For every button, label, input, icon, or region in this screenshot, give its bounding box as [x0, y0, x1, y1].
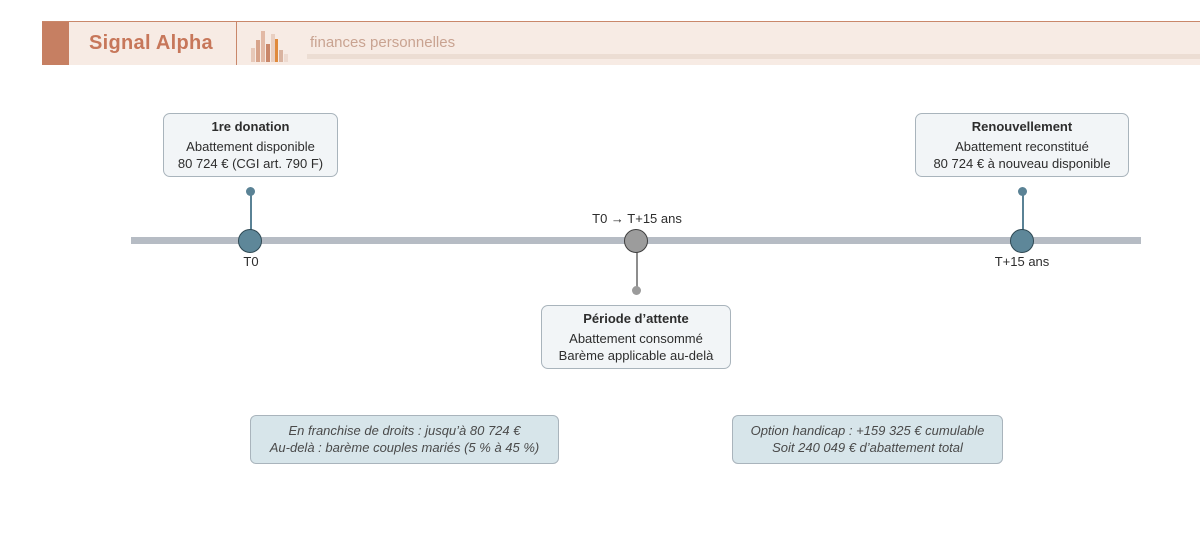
event-line: 80 724 € (CGI art. 790 F): [177, 156, 324, 171]
tick-label-end: T+15 ans: [994, 254, 1050, 269]
connector-stem: [1022, 192, 1024, 230]
tagline: finances personnelles: [310, 34, 456, 51]
bar-chart-logo-icon: [251, 31, 288, 62]
event-line: Abattement reconstitué: [955, 139, 1089, 154]
timeline-node-middle: [624, 229, 648, 253]
connector-dot: [632, 286, 641, 295]
event-line: 80 724 € à nouveau disponible: [933, 156, 1111, 171]
header-banner: Signal Alpha finances personnelles: [42, 21, 1200, 65]
event-title: Renouvellement: [971, 119, 1073, 134]
banner-divider: [236, 22, 237, 65]
event-card-renewal: Renouvellement Abattement reconstitué 80…: [915, 113, 1129, 177]
tick-label-middle: T0 → T+15 ans: [592, 211, 682, 226]
event-line: Abattement disponible: [186, 139, 315, 154]
note-line: Option handicap : +159 325 € cumulable: [750, 423, 985, 438]
connector-stem: [250, 192, 252, 230]
tick-label-start: T0: [243, 254, 259, 269]
note-line: Au-delà : barème couples mariés (5 % à 4…: [269, 440, 540, 455]
event-line: Abattement consommé: [569, 331, 703, 346]
note-handicap: Option handicap : +159 325 € cumulable S…: [732, 415, 1003, 464]
event-line: Barème applicable au-delà: [558, 348, 714, 363]
tagline-underline: [307, 54, 1200, 59]
event-title: Période d’attente: [583, 311, 689, 326]
banner-accent: [42, 22, 69, 65]
connector-dot: [1018, 187, 1027, 196]
timeline-node-start: [238, 229, 262, 253]
note-franchise: En franchise de droits : jusqu’à 80 724 …: [250, 415, 559, 464]
event-card-first-donation: 1re donation Abattement disponible 80 72…: [163, 113, 338, 177]
connector-dot: [246, 187, 255, 196]
event-title: 1re donation: [211, 119, 290, 134]
timeline-node-end: [1010, 229, 1034, 253]
event-card-waiting-period: Période d’attente Abattement consommé Ba…: [541, 305, 731, 369]
note-line: Soit 240 049 € d’abattement total: [772, 440, 963, 455]
note-line: En franchise de droits : jusqu’à 80 724 …: [288, 423, 521, 438]
brand-name: Signal Alpha: [89, 32, 213, 54]
connector-stem: [636, 252, 638, 290]
